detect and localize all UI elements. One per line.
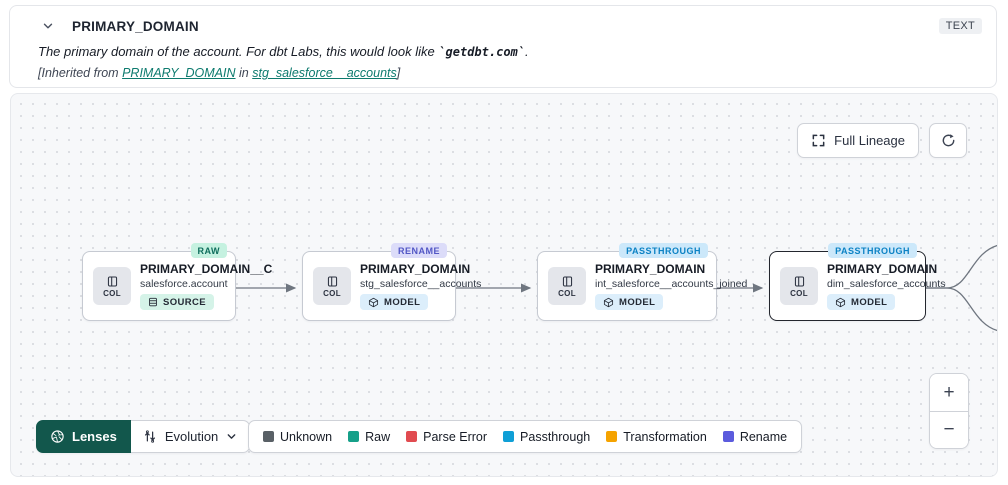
lineage-node-salesforce-account[interactable]: RAW COL PRIMARY_DOMAIN__C salesforce.acc… <box>82 243 273 321</box>
legend-item-passthrough: Passthrough <box>503 430 590 444</box>
inherited-from-line: [Inherited from PRIMARY_DOMAIN in stg_sa… <box>38 66 401 80</box>
zoom-controls: + − <box>929 373 969 449</box>
zoom-in-button[interactable]: + <box>930 374 968 411</box>
legend-item-unknown: Unknown <box>263 430 332 444</box>
legend-swatch <box>348 431 360 442</box>
legend-item-parse-error: Parse Error <box>406 430 487 444</box>
column-icon <box>107 276 117 286</box>
legend-swatch <box>606 431 618 442</box>
status-badge: RAW <box>190 243 227 258</box>
lens-legend: Unknown Raw Parse Error Passthrough Tran… <box>248 420 803 453</box>
column-type-badge: TEXT <box>938 18 982 34</box>
collapse-chevron-icon[interactable] <box>38 16 58 36</box>
fullscreen-icon <box>812 134 825 147</box>
legend-item-raw: Raw <box>348 430 390 444</box>
refresh-icon <box>942 134 954 147</box>
column-icon <box>327 276 337 286</box>
lineage-node-int-salesforce-accounts-joined[interactable]: PASSTHROUGH COL PRIMARY_DOMAIN int_sales… <box>537 243 748 321</box>
evolution-swap-icon <box>144 430 155 443</box>
status-badge: PASSTHROUGH <box>619 243 708 258</box>
column-chip: COL <box>93 267 131 305</box>
legend-swatch <box>406 431 418 442</box>
legend-item-rename: Rename <box>722 430 787 444</box>
resource-type-pill: MODEL <box>595 294 664 310</box>
inherited-column-link[interactable]: PRIMARY_DOMAIN <box>122 66 236 80</box>
lineage-node-dim-salesforce-accounts[interactable]: PASSTHROUGH COL PRIMARY_DOMAIN dim_sales… <box>769 243 946 321</box>
code-snippet: `getdbt.com` <box>438 45 526 59</box>
refresh-button[interactable] <box>929 123 967 158</box>
resource-type-pill: MODEL <box>360 294 429 310</box>
zoom-out-button[interactable]: − <box>930 411 968 448</box>
lineage-node-stg-salesforce-accounts[interactable]: RENAME COL PRIMARY_DOMAIN stg_salesforce… <box>302 243 482 321</box>
full-lineage-button[interactable]: Full Lineage <box>797 123 919 158</box>
status-badge: PASSTHROUGH <box>828 243 917 258</box>
node-subtitle: dim_salesforce_accounts <box>827 278 946 290</box>
model-cube-icon <box>603 297 614 307</box>
column-description: The primary domain of the account. For d… <box>38 44 529 59</box>
node-title: PRIMARY_DOMAIN <box>360 262 471 276</box>
model-cube-icon <box>835 297 846 307</box>
column-icon <box>794 276 804 286</box>
status-badge: RENAME <box>390 243 447 258</box>
legend-swatch <box>503 431 515 442</box>
column-chip: COL <box>780 267 818 305</box>
node-title: PRIMARY_DOMAIN <box>595 262 706 276</box>
model-cube-icon <box>368 297 379 307</box>
column-details-card: PRIMARY_DOMAIN TEXT The primary domain o… <box>9 5 997 88</box>
lens-dropdown[interactable]: Evolution <box>130 420 251 453</box>
resource-type-pill: MODEL <box>827 294 896 310</box>
column-icon <box>562 276 572 286</box>
lenses-button[interactable]: Lenses <box>36 420 131 453</box>
inherited-model-link[interactable]: stg_salesforce__accounts <box>252 66 397 80</box>
lenses-control: Lenses Evolution <box>36 420 251 453</box>
lineage-canvas[interactable]: Full Lineage RAW COL PRIMARY_DOMAIN__C s… <box>10 93 998 477</box>
aperture-icon <box>51 430 64 443</box>
node-title: PRIMARY_DOMAIN <box>827 262 938 276</box>
column-chip: COL <box>313 267 351 305</box>
page-title: PRIMARY_DOMAIN <box>72 18 199 34</box>
chevron-down-icon <box>227 434 236 439</box>
column-chip: COL <box>548 267 586 305</box>
legend-item-transformation: Transformation <box>606 430 707 444</box>
node-title: PRIMARY_DOMAIN__C <box>140 262 273 276</box>
source-icon <box>149 297 157 307</box>
node-subtitle: int_salesforce__accounts_joined <box>595 278 748 290</box>
node-subtitle: salesforce.account <box>140 278 228 290</box>
legend-swatch <box>263 431 274 442</box>
legend-swatch <box>722 431 734 442</box>
resource-type-pill: SOURCE <box>140 294 215 310</box>
lens-selected-value: Evolution <box>164 429 219 444</box>
node-subtitle: stg_salesforce__accounts <box>360 278 482 290</box>
